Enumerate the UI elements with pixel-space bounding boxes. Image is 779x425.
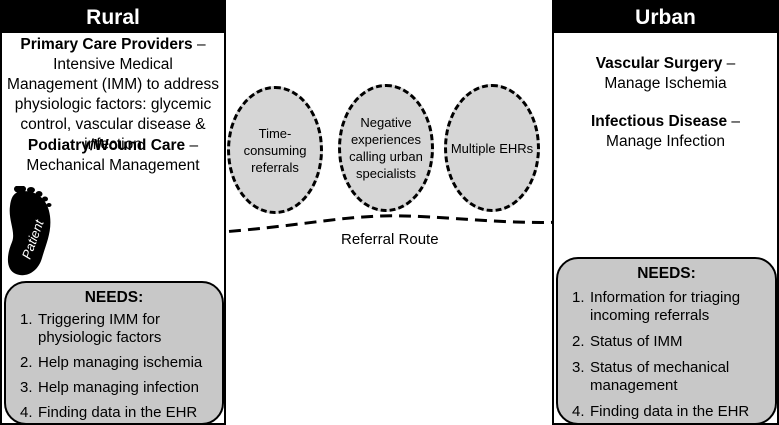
infectious-heading: Infectious Disease (590, 113, 728, 130)
urban-need-item: 3. Status of mechanical management (558, 359, 775, 395)
podiatry-block: Podiatry/Wound Care – Mechanical Managem… (26, 137, 200, 174)
referral-route-label: Referral Route (341, 231, 439, 249)
rural-need-item: 3. Help managing infection (6, 379, 222, 397)
barrier-label: Multiple EHRs (450, 140, 534, 156)
rural-needs-box: NEEDS: 1. Triggering IMM for physiologic… (4, 281, 224, 425)
urban-title: Urban (554, 2, 777, 33)
urban-needs-box: NEEDS: 1. Information for triaging incom… (556, 257, 777, 425)
vascular-desc: Manage Ischemia (604, 75, 727, 92)
urban-need-text: Information for triaging incoming referr… (590, 289, 741, 324)
rural-need-number: 2. (20, 354, 33, 371)
vascular-surgery-block: Vascular Surgery – Manage Ischemia (595, 55, 736, 92)
infectious-disease-block: Infectious Disease – Manage Infection (590, 113, 741, 150)
urban-need-text: Finding data in the EHR (590, 403, 750, 420)
primary-care-heading: Primary Care Providers (20, 36, 193, 53)
urban-need-item: 1. Information for triaging incoming ref… (558, 289, 775, 325)
barrier-multiple-ehrs: Multiple EHRs (444, 84, 540, 212)
urban-need-number: 1. (572, 289, 585, 306)
urban-need-item: 2. Status of IMM (558, 333, 775, 351)
urban-needs-list: 1. Information for triaging incoming ref… (558, 289, 775, 421)
rural-needs-list: 1. Triggering IMM for physiologic factor… (6, 311, 222, 422)
foot-icon: Patient (7, 186, 52, 276)
rural-title: Rural (2, 2, 224, 33)
barrier-label: Negative experiences calling urban speci… (349, 115, 423, 181)
rural-panel: Rural Primary Care Providers – Intensive… (0, 0, 226, 425)
barrier-label: Time-consuming referrals (243, 125, 307, 175)
rural-need-number: 1. (20, 311, 33, 328)
primary-care-block: Primary Care Providers – Intensive Medic… (7, 36, 219, 153)
infectious-desc: Manage Infection (606, 133, 725, 150)
urban-need-number: 2. (572, 333, 585, 350)
rural-need-text: Finding data in the EHR (38, 404, 198, 421)
primary-care-desc: Intensive Medical Management (IMM) to ad… (7, 56, 219, 153)
podiatry-heading: Podiatry/Wound Care (27, 137, 186, 154)
rural-need-text: Help managing ischemia (38, 354, 203, 371)
urban-need-number: 3. (572, 359, 585, 376)
urban-need-item: 4. Finding data in the EHR (558, 403, 775, 421)
rural-need-number: 3. (20, 379, 33, 396)
urban-need-text: Status of mechanical management (590, 359, 730, 394)
urban-panel: Urban Vascular Surgery – Manage Ischemia… (552, 0, 779, 425)
rural-need-item: 4. Finding data in the EHR (6, 404, 222, 422)
podiatry-desc: Mechanical Management (26, 157, 200, 174)
urban-need-text: Status of IMM (590, 333, 683, 350)
urban-needs-title: NEEDS: (637, 265, 696, 282)
barrier-time-consuming-referrals: Time-consuming referrals (227, 86, 323, 214)
rural-need-text: Triggering IMM for physiologic factors (38, 311, 162, 346)
rural-need-item: 1. Triggering IMM for physiologic factor… (6, 311, 222, 347)
rural-need-item: 2. Help managing ischemia (6, 354, 222, 372)
vascular-heading: Vascular Surgery (595, 55, 723, 72)
urban-need-number: 4. (572, 403, 585, 420)
barrier-negative-experiences: Negative experiences calling urban speci… (338, 84, 434, 212)
rural-need-number: 4. (20, 404, 33, 421)
rural-needs-title: NEEDS: (84, 289, 144, 306)
rural-need-text: Help managing infection (38, 379, 199, 396)
